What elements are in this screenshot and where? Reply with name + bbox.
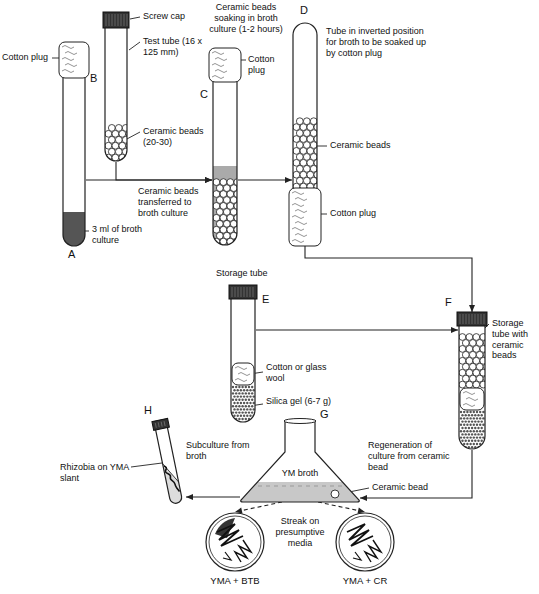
storage-tube-beads-drawing: [458, 312, 486, 450]
flow-line: [238, 179, 292, 180]
broth-flask: G: [240, 420, 360, 502]
flow-line: [305, 246, 472, 312]
step-letter: C: [200, 88, 208, 101]
arrow-head: [360, 495, 367, 501]
callout-label: Storage tube: [216, 268, 286, 279]
callout-label: Silica gel (6-7 g): [266, 396, 336, 407]
flow-arrow: [186, 494, 240, 500]
leader-line: [130, 17, 140, 19]
flow-arrow: [305, 246, 475, 312]
inverted-tube-drawing: [292, 22, 318, 246]
flow-line: [256, 329, 458, 330]
broth-flask-drawing: [240, 420, 360, 502]
flow-arrow: [318, 502, 365, 514]
step-letter: H: [144, 404, 152, 417]
flow-arrow: [116, 162, 212, 183]
step-letter: G: [320, 408, 329, 421]
arrow-head: [451, 327, 458, 333]
callout-label: Screw cap: [143, 11, 205, 22]
flow-line: [116, 162, 212, 180]
step-letter: F: [445, 296, 452, 309]
petri-dish: YMA + BTB: [205, 512, 265, 572]
bead-test-tube-drawing: [104, 12, 128, 162]
callout-label: Ceramic bead: [372, 482, 442, 493]
soaking-tube-drawing: [212, 48, 238, 246]
flow-line: [235, 502, 282, 512]
broth-culture-tube-drawing: [62, 42, 86, 247]
petri-dish: YMA + CR: [335, 512, 395, 572]
callout-label: Test tube (16 x 125 mm): [143, 36, 213, 58]
flow-line: [186, 496, 240, 497]
broth-culture-tube: A: [62, 42, 86, 247]
slant-tube: H: [152, 420, 186, 508]
callout-label: Tube in inverted position for broth to b…: [326, 26, 430, 58]
step-letter: D: [300, 4, 308, 17]
callout-label: Cotton plug: [248, 54, 288, 76]
callout-label: Cotton plug: [330, 208, 390, 219]
leader-line: [129, 42, 140, 50]
callout-label: Cotton or glass wool: [266, 362, 336, 384]
medium-label: YMA + BTB: [190, 575, 280, 586]
flow-arrow: [235, 502, 282, 514]
arrow-head: [285, 177, 292, 183]
callout-label: 3 ml of broth culture: [92, 224, 150, 246]
arrow-head: [469, 305, 475, 312]
storage-tube-drawing: [230, 285, 256, 423]
slant-tube-drawing: [152, 420, 186, 508]
step-letter: A: [68, 248, 75, 261]
medium-label: YMA + CR: [320, 575, 410, 586]
callout-label: Ceramic beads transferred to broth cultu…: [138, 186, 208, 218]
step-letter: E: [262, 293, 269, 306]
callout-label: Regeneration of culture from ceramic bea…: [368, 440, 454, 472]
callout-label: Storage tube with ceramic beads: [492, 318, 536, 361]
arrow-head: [186, 494, 193, 500]
storage-tube-beads: F: [458, 312, 486, 450]
flow-arrow: [256, 327, 458, 333]
bead-test-tube: B: [104, 12, 128, 162]
step-letter: B: [90, 72, 97, 85]
inverted-tube: D: [292, 22, 318, 246]
callout-label: Ceramic beads: [330, 140, 400, 151]
petri-dish-drawing: [205, 512, 265, 572]
leader-line: [131, 463, 162, 467]
petri-dish-drawing: [335, 512, 395, 572]
callout-label: Ceramic beads soaking in broth culture (…: [204, 2, 288, 34]
arrow-head: [205, 177, 212, 183]
callout-label: Ceramic beads (20-30): [143, 126, 213, 148]
callout-label: Subculture from broth: [186, 440, 258, 462]
callout-label: Cotton plug: [2, 52, 58, 63]
flow-line: [318, 502, 365, 512]
callout-label: Rhizobia on YMA slant: [60, 462, 144, 484]
callout-label: YM broth: [280, 468, 320, 479]
soaking-tube: C: [212, 48, 238, 246]
storage-tube: E: [230, 285, 256, 423]
callout-label: Streak on presumptive media: [268, 516, 332, 548]
arrow-head: [205, 177, 212, 183]
flow-arrow: [238, 177, 292, 183]
leader-line: [52, 58, 59, 59]
